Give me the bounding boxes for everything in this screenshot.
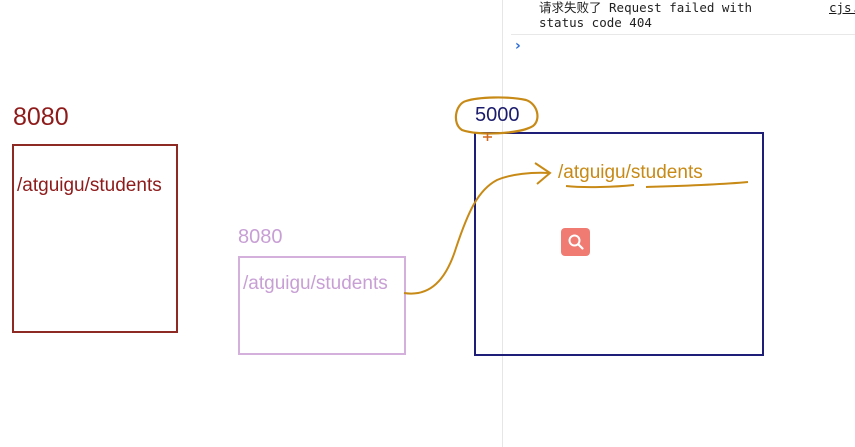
left-box-port-label: 8080 <box>13 103 69 131</box>
left-server-box <box>12 144 178 333</box>
middle-box-path: /atguigu/students <box>243 273 388 294</box>
right-box-port-label: 5000 <box>475 104 520 126</box>
console-message-row: 请求失败了 Request failed with status code 40… <box>511 0 855 35</box>
middle-proxy-box <box>238 256 406 355</box>
console-error-message: 请求失败了 Request failed with status code 40… <box>539 0 753 30</box>
left-box-path: /atguigu/students <box>17 175 162 196</box>
magnifier-icon <box>568 234 584 250</box>
middle-box-port-label: 8080 <box>238 226 283 248</box>
console-source-link[interactable]: cjs. <box>829 0 855 15</box>
search-button[interactable] <box>561 228 590 256</box>
right-box-path: /atguigu/students <box>558 162 703 183</box>
devtools-console: 请求失败了 Request failed with status code 40… <box>502 0 855 447</box>
console-prompt-chevron-icon[interactable]: › <box>515 38 521 54</box>
